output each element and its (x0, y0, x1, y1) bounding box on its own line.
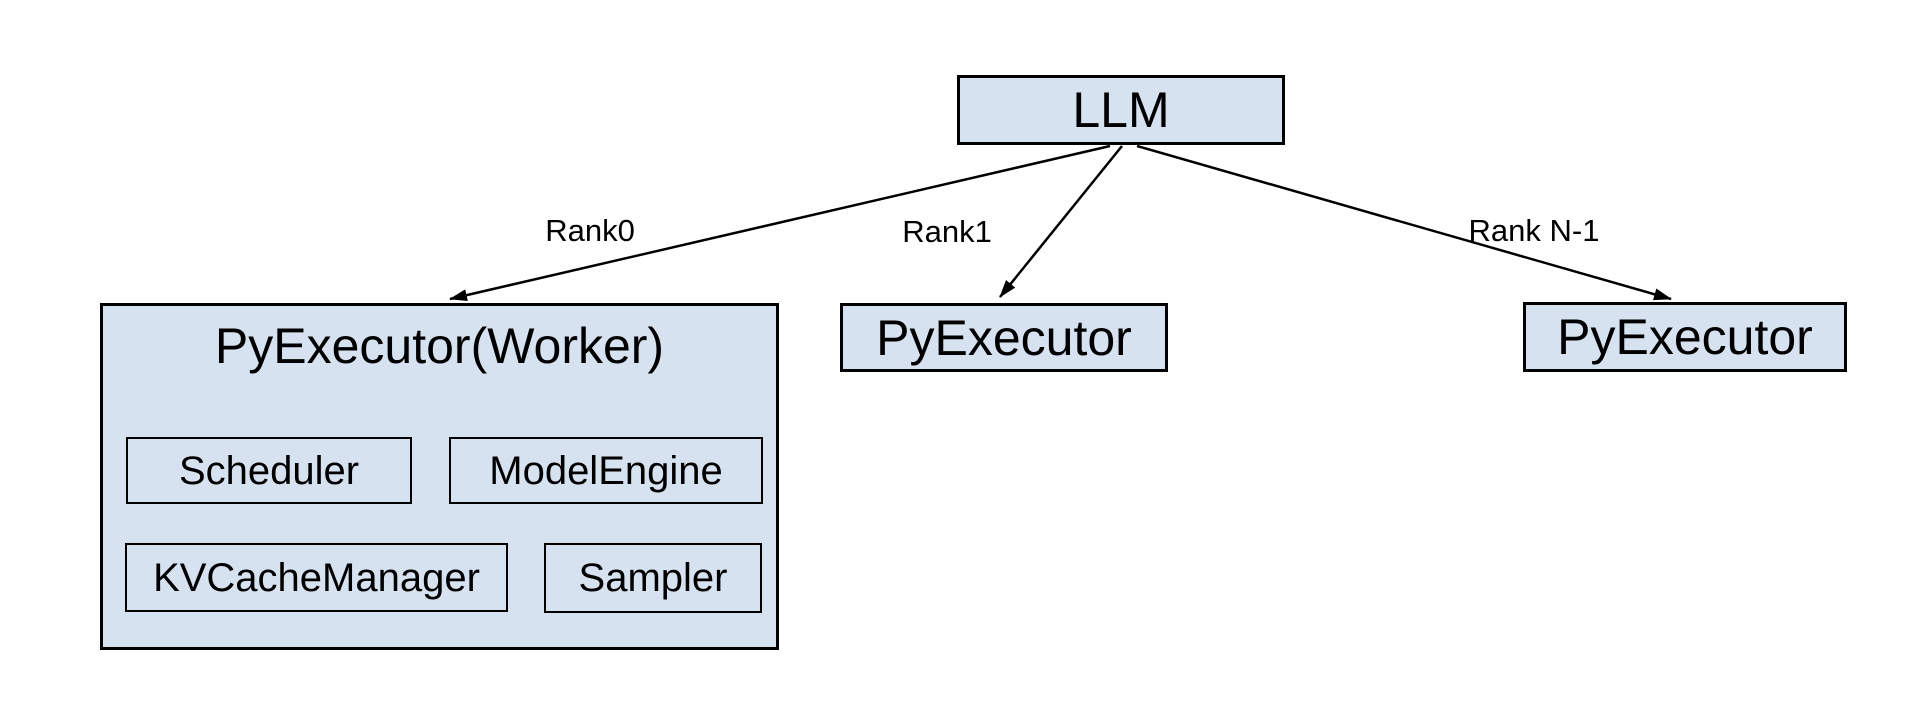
kv-cache-manager-box: KVCacheManager (125, 543, 508, 612)
edge-label-rank1: Rank1 (902, 214, 992, 249)
sampler-box: Sampler (544, 543, 762, 613)
sampler-label: Sampler (578, 556, 728, 600)
kv-cache-manager-label: KVCacheManager (153, 555, 480, 600)
edge-label-rank-n-1: Rank N-1 (1468, 213, 1600, 248)
llm-box: LLM (957, 75, 1285, 145)
arrow-rank-n-1-line (1136, 144, 1672, 301)
arrow-rank0-line (449, 144, 1111, 302)
pyexecutor-worker-title: PyExecutor(Worker) (214, 318, 665, 374)
pyexecutor-rank-n-1-label: PyExecutor (1557, 309, 1813, 365)
edge-label-rank0: Rank0 (545, 213, 635, 248)
llm-label: LLM (1072, 82, 1170, 138)
arrow-rank1-line (999, 145, 1123, 298)
model-engine-label: ModelEngine (489, 448, 723, 493)
pyexecutor-rank-n-1-box: PyExecutor (1523, 302, 1847, 372)
scheduler-box: Scheduler (126, 437, 412, 504)
pyexecutor-rank1-box: PyExecutor (840, 303, 1168, 372)
model-engine-box: ModelEngine (449, 437, 763, 504)
scheduler-label: Scheduler (178, 448, 360, 493)
pyexecutor-rank1-label: PyExecutor (876, 309, 1132, 366)
